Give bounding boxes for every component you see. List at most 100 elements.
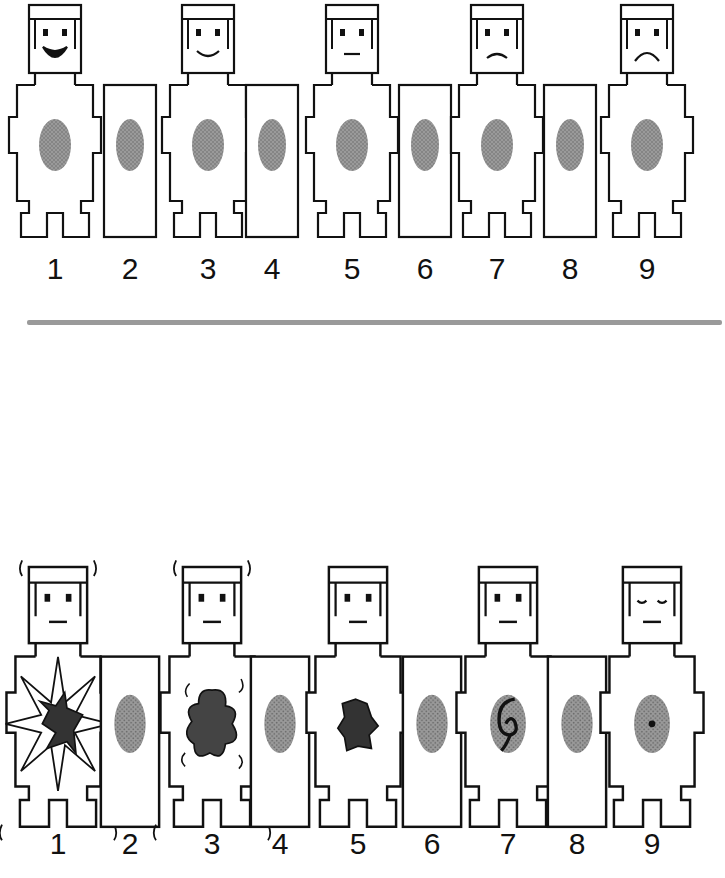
manikin-neck — [336, 643, 381, 656]
body-oval — [556, 119, 584, 171]
manikin-mouth — [197, 51, 219, 56]
manikin-eye — [62, 29, 67, 36]
manikin-hair — [621, 19, 673, 49]
vibration-lines — [0, 560, 116, 840]
body-oval — [264, 695, 295, 753]
manikin-hair — [623, 583, 681, 617]
scale-number: 8 — [569, 829, 586, 859]
panel-box — [544, 85, 596, 237]
panel-box — [101, 657, 159, 827]
manikin-head — [29, 567, 87, 643]
separator-line — [27, 320, 722, 325]
manikin-eye — [359, 29, 364, 36]
panel-box — [399, 85, 451, 237]
body-oval — [631, 119, 663, 171]
manikin-figure — [600, 567, 703, 827]
manikin-eye — [196, 29, 201, 36]
manikin-eye — [340, 29, 345, 36]
arousal-burst — [182, 679, 243, 769]
manikin-head — [623, 567, 681, 643]
manikin-head — [326, 5, 378, 73]
manikin-figure — [306, 5, 398, 237]
panel-box — [251, 657, 309, 827]
body-oval — [336, 119, 368, 171]
body-oval — [561, 695, 592, 753]
body-oval — [114, 695, 145, 753]
manikin-body — [162, 85, 254, 237]
scale-number: 2 — [122, 254, 139, 284]
manikin-body — [451, 85, 543, 237]
scale-number: 9 — [644, 829, 661, 859]
body-oval — [258, 119, 286, 171]
manikin-hair — [471, 19, 523, 49]
manikin-mouth — [43, 47, 67, 57]
manikin-neck — [630, 643, 675, 656]
manikin-hair — [182, 19, 234, 49]
arousal-dot — [649, 720, 656, 727]
scale-number: 3 — [200, 254, 217, 284]
manikin-neck — [36, 643, 81, 656]
manikin-neck — [190, 643, 235, 656]
panel-box — [403, 657, 461, 827]
body-oval — [116, 119, 144, 171]
manikin-neck — [35, 73, 75, 85]
manikin-figure — [9, 5, 101, 237]
scale-number: 5 — [350, 829, 367, 859]
manikin-eye — [45, 594, 51, 602]
manikin-hair — [183, 583, 241, 617]
manikin-eye — [199, 594, 205, 602]
manikin-figure — [601, 5, 693, 237]
manikin-head — [471, 5, 523, 73]
arousal-burst — [40, 692, 83, 752]
manikin-head — [29, 5, 81, 73]
body-oval — [416, 695, 447, 753]
manikin-figure — [306, 567, 409, 827]
scale-number: 5 — [344, 254, 361, 284]
arousal-burst — [338, 699, 378, 751]
manikin-head — [329, 567, 387, 643]
manikin-body — [306, 657, 409, 827]
manikin-body — [456, 657, 559, 827]
scale-number: 3 — [204, 829, 221, 859]
manikin-mouth — [643, 621, 661, 623]
body-oval — [192, 119, 224, 171]
manikin-mouth — [344, 53, 360, 55]
manikin-neck — [630, 643, 675, 659]
manikin-mouth — [635, 53, 659, 61]
manikin-eye — [220, 594, 226, 602]
manikin-eyes — [637, 601, 666, 603]
manikin-hair — [479, 583, 537, 617]
scale-number: 7 — [500, 829, 517, 859]
panel-box — [104, 85, 156, 237]
scale-number: 4 — [264, 254, 281, 284]
manikin-body — [601, 85, 693, 237]
manikin-head — [621, 5, 673, 73]
blank-panel — [246, 85, 298, 237]
arousal-swirl — [499, 699, 516, 751]
manikin-hair — [29, 583, 87, 617]
blank-panel — [544, 85, 596, 237]
panel-box — [246, 85, 298, 237]
manikin-neck — [36, 643, 81, 659]
manikin-eye — [485, 29, 490, 36]
manikin-neck — [188, 73, 228, 85]
scale-number: 1 — [47, 254, 64, 284]
scale-number: 6 — [417, 254, 434, 284]
manikin-eye — [43, 29, 48, 36]
body-oval — [634, 695, 670, 753]
scale-number: 8 — [562, 254, 579, 284]
manikin-mouth — [499, 621, 517, 623]
arousal-burst — [6, 657, 111, 791]
manikin-mouth — [203, 621, 221, 623]
body-oval — [39, 119, 71, 171]
manikin-body — [160, 657, 263, 827]
manikin-eye — [495, 594, 501, 602]
manikin-head — [182, 5, 234, 73]
manikin-head — [183, 567, 241, 643]
manikin-neck — [627, 73, 667, 85]
arousal-burst — [187, 690, 237, 756]
manikin-hair — [29, 19, 81, 49]
manikin-body — [9, 85, 101, 237]
scale-number: 6 — [424, 829, 441, 859]
manikin-mouth — [49, 621, 67, 623]
